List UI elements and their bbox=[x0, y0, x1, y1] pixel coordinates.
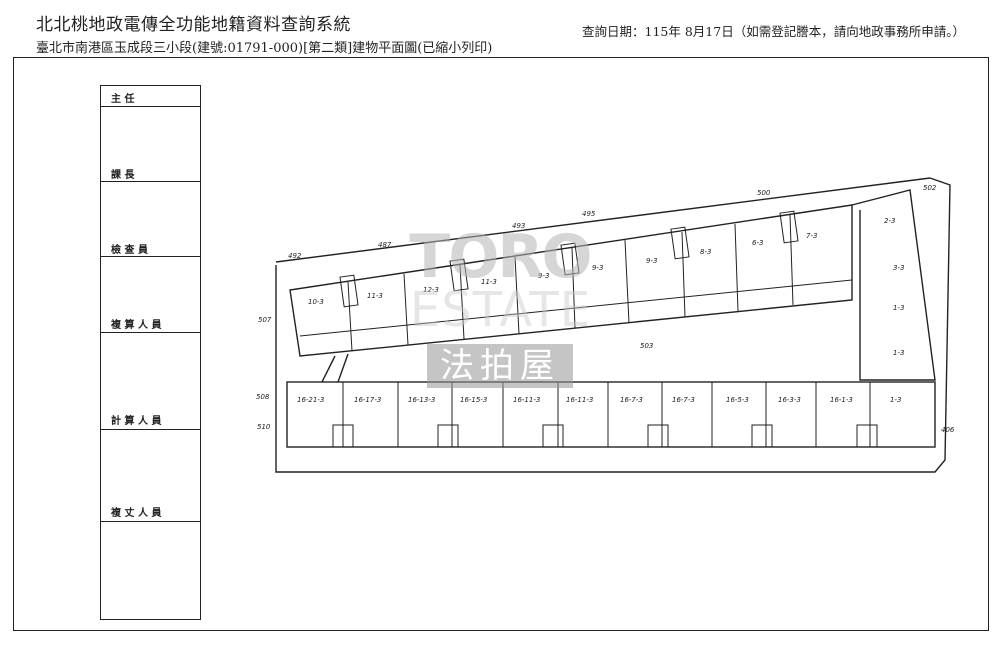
sign-label-surveyor: 複 丈 人 員 bbox=[111, 508, 162, 519]
unit-label: 12-3 bbox=[423, 286, 439, 294]
unit-label: 9-3 bbox=[592, 264, 603, 272]
edge-label: 487 bbox=[378, 241, 392, 249]
edge-label: 510 bbox=[257, 423, 271, 431]
unit-label: 16-13-3 bbox=[408, 396, 435, 404]
system-title: 北北桃地政電傳全功能地籍資料查詢系統 bbox=[36, 15, 351, 35]
signature-box: 主 任 課 長 檢 查 員 複 算 人 員 計 算 人 員 複 丈 人 員 bbox=[100, 85, 201, 620]
right-block-outline bbox=[851, 189, 936, 381]
unit-label: 16-7-3 bbox=[672, 396, 695, 404]
unit-label: 16-5-3 bbox=[726, 396, 749, 404]
edge-label: 493 bbox=[512, 222, 525, 230]
sign-label-calculator: 計 算 人 員 bbox=[111, 416, 162, 427]
edge-label: 507 bbox=[258, 316, 272, 324]
lot-boundary bbox=[275, 177, 951, 473]
sign-divider bbox=[101, 256, 200, 257]
unit-label: 1-3 bbox=[890, 396, 901, 404]
unit-label: 6-3 bbox=[752, 239, 763, 247]
sign-divider bbox=[101, 181, 200, 182]
edge-label: 500 bbox=[757, 189, 771, 197]
edge-label: 495 bbox=[582, 210, 596, 218]
unit-label: 16-21-3 bbox=[297, 396, 324, 404]
unit-label: 8-3 bbox=[700, 248, 711, 256]
unit-label: 16-15-3 bbox=[460, 396, 487, 404]
unit-label: 9-3 bbox=[538, 272, 549, 280]
unit-label: 16-17-3 bbox=[354, 396, 381, 404]
unit-label: 11-3 bbox=[367, 292, 383, 300]
upper-stairwells bbox=[339, 210, 799, 308]
lower-stairwells bbox=[332, 424, 878, 448]
unit-label: 7-3 bbox=[806, 232, 817, 240]
upper-unit-dividers bbox=[347, 214, 794, 352]
unit-label: 3-3 bbox=[893, 264, 904, 272]
edge-label: 508 bbox=[256, 393, 270, 401]
unit-label: 10-3 bbox=[308, 298, 324, 306]
lower-block-outline bbox=[286, 381, 936, 448]
sign-label-section-chief: 課 長 bbox=[111, 170, 135, 181]
upper-block-outline bbox=[289, 204, 853, 357]
drawing-frame bbox=[13, 57, 989, 631]
unit-label: 16-7-3 bbox=[620, 396, 643, 404]
document-subtitle: 臺北市南港區玉成段三小段(建號:01791-000)[第二類]建物平面圖(已縮小… bbox=[36, 41, 493, 56]
sign-divider bbox=[101, 332, 200, 333]
unit-label: 11-3 bbox=[481, 278, 497, 286]
sign-divider bbox=[101, 429, 200, 430]
upper-block-inner bbox=[299, 279, 853, 337]
edge-label: 406 bbox=[941, 426, 955, 434]
edge-label: 503 bbox=[640, 342, 653, 350]
unit-label: 1-3 bbox=[893, 349, 904, 357]
connector-left bbox=[321, 355, 336, 383]
lot-boundary-top bbox=[275, 177, 931, 263]
unit-label: 16-11-3 bbox=[513, 396, 540, 404]
sign-divider bbox=[101, 521, 200, 522]
unit-label: 9-3 bbox=[646, 257, 657, 265]
unit-label: 16-3-3 bbox=[778, 396, 801, 404]
edge-label: 502 bbox=[923, 184, 937, 192]
unit-label: 2-3 bbox=[884, 217, 895, 225]
sign-label-recalculator: 複 算 人 員 bbox=[111, 320, 162, 331]
sign-label-director: 主 任 bbox=[111, 94, 135, 105]
lower-unit-dividers bbox=[342, 382, 871, 447]
edge-label: 492 bbox=[288, 252, 302, 260]
connector-left-2 bbox=[337, 353, 349, 383]
sign-divider bbox=[101, 106, 200, 107]
unit-label: 1-3 bbox=[893, 304, 904, 312]
unit-label: 16-1-3 bbox=[830, 396, 853, 404]
unit-label: 16-11-3 bbox=[566, 396, 593, 404]
query-date: 查詢日期：115年 8月17日（如需登記謄本，請向地政事務所申請。） bbox=[582, 24, 965, 39]
sign-label-inspector: 檢 查 員 bbox=[111, 245, 148, 256]
